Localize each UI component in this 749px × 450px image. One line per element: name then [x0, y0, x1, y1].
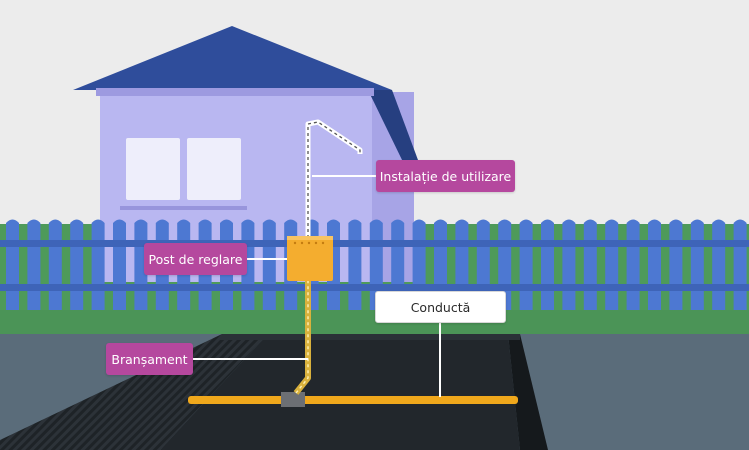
leader-lines [192, 175, 441, 397]
fence-picket [626, 219, 640, 312]
fence [0, 219, 749, 312]
fence-picket [583, 219, 597, 312]
trench-wall-far [218, 334, 520, 340]
trench [0, 334, 548, 450]
regulator-box-icon [287, 236, 333, 281]
main-pipe [188, 396, 518, 404]
pipe-joint [281, 392, 305, 407]
gas-pipe-icon [188, 256, 518, 407]
label-pipe: Conductă [375, 291, 506, 323]
roof [73, 26, 392, 90]
fence-picket [690, 219, 704, 312]
fence-picket [562, 219, 576, 312]
label-regulator: Post de reglare [144, 243, 247, 275]
trench-wall-left [0, 334, 268, 450]
roof-eave [96, 88, 374, 96]
fence-picket [6, 219, 19, 312]
fence-rail-bottom [0, 284, 749, 291]
roof-side [368, 90, 418, 164]
fence-picket [348, 219, 362, 312]
fence-picket [712, 219, 726, 312]
fence-picket [519, 219, 533, 312]
fence-picket [648, 219, 661, 312]
fence-rail-top [0, 240, 749, 247]
fence-picket [669, 219, 683, 312]
fence-picket [113, 219, 126, 312]
installation-line [305, 119, 363, 238]
fence-picket [733, 219, 747, 312]
fence-picket [70, 219, 84, 312]
window-left [126, 138, 180, 200]
trench-wall-right [508, 334, 548, 450]
fence-picket [91, 219, 105, 312]
fence-picket [48, 219, 62, 312]
label-connection: Branșament [106, 343, 193, 375]
fence-picket [541, 219, 554, 312]
riser-pipe-dash [295, 256, 309, 394]
label-installation: Instalație de utilizare [376, 160, 515, 192]
house-icon [73, 26, 418, 282]
trench-floor [160, 334, 520, 450]
fence-picket [605, 219, 619, 312]
window-sill [120, 206, 247, 210]
fence-picket [262, 219, 276, 312]
fence-picket [27, 219, 41, 312]
grass [0, 310, 749, 336]
window-right [187, 138, 241, 200]
